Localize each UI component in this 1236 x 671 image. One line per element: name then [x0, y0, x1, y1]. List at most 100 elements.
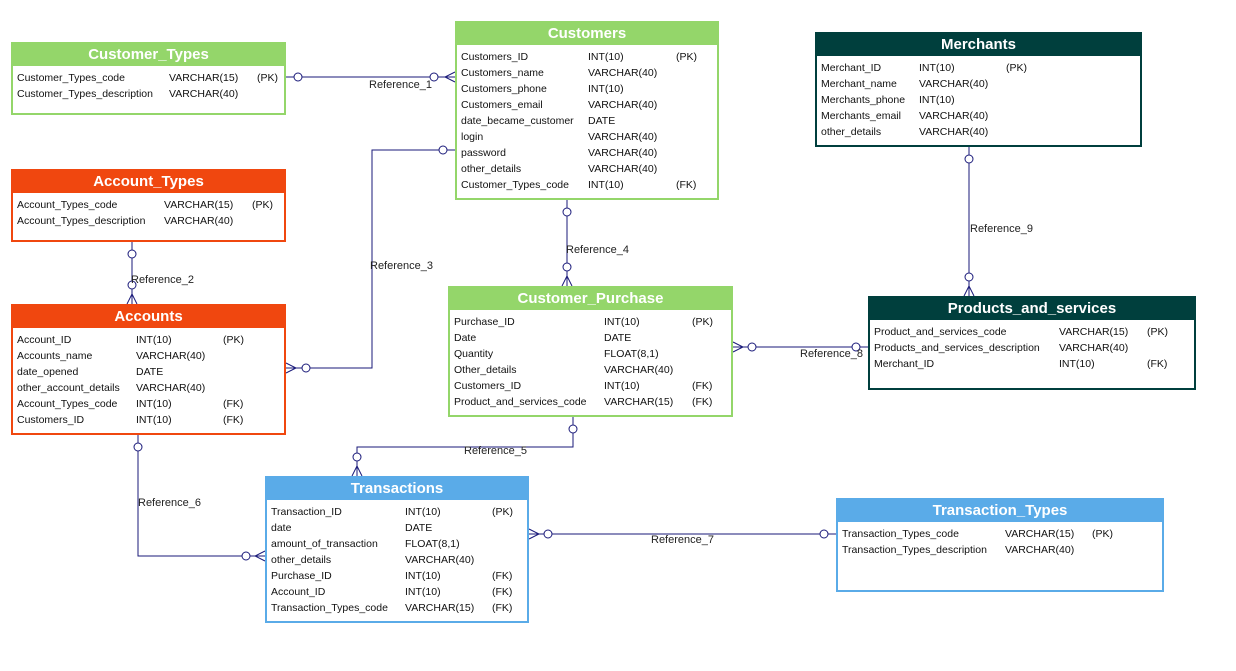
- column-type: VARCHAR(40): [136, 382, 206, 394]
- column-name: Customers_email: [461, 99, 543, 111]
- optional-marker: [851, 342, 861, 352]
- column-key: (FK): [223, 398, 244, 410]
- column-type: VARCHAR(40): [136, 350, 206, 362]
- entity-title: Customer_Purchase: [450, 288, 731, 310]
- column-name: Merchants_email: [821, 110, 901, 122]
- entity-title: Merchants: [817, 34, 1140, 56]
- column-name: Customers_phone: [461, 83, 547, 95]
- column-name: Product_and_services_code: [874, 326, 1007, 338]
- column-name: date_opened: [17, 366, 79, 378]
- column-name: Customers_name: [461, 67, 544, 79]
- column-type: VARCHAR(40): [169, 88, 239, 100]
- column-name: Account_Types_description: [17, 215, 146, 227]
- entity-title: Accounts: [13, 306, 284, 328]
- entity-title: Account_Types: [13, 171, 284, 193]
- column-name: Customer_Types_description: [17, 88, 153, 100]
- column-type: VARCHAR(40): [1005, 544, 1075, 556]
- optional-marker: [964, 272, 974, 282]
- column-name: Quantity: [454, 348, 494, 360]
- column-name: Products_and_services_description: [874, 342, 1040, 354]
- column-name: login: [461, 131, 484, 143]
- column-name: amount_of_transaction: [271, 538, 378, 550]
- column-row: password VARCHAR(40): [459, 145, 715, 161]
- column-name: Merchants_phone: [821, 94, 906, 106]
- column-type: VARCHAR(15): [1005, 528, 1075, 540]
- optional-marker: [301, 363, 311, 373]
- optional-marker: [562, 207, 572, 217]
- column-type: VARCHAR(40): [588, 147, 658, 159]
- optional-marker: [543, 529, 553, 539]
- column-name: Customers_ID: [454, 380, 522, 392]
- column-type: DATE: [405, 522, 433, 534]
- column-type: INT(10): [588, 51, 624, 63]
- column-key: (PK): [1092, 528, 1113, 540]
- optional-marker: [438, 145, 448, 155]
- column-type: VARCHAR(40): [919, 126, 989, 138]
- column-key: (PK): [257, 72, 278, 84]
- reference-label-7: Reference_7: [651, 534, 714, 546]
- crows-foot-marker: [732, 341, 745, 353]
- reference-6-line: [137, 435, 265, 557]
- column-type: VARCHAR(40): [1059, 342, 1129, 354]
- column-type: VARCHAR(15): [405, 602, 475, 614]
- optional-marker: [133, 442, 143, 452]
- column-name: password: [461, 147, 506, 159]
- column-type: INT(10): [136, 334, 172, 346]
- column-name: Customers_ID: [461, 51, 529, 63]
- column-name: date_became_customer: [461, 115, 574, 127]
- column-name: Transaction_ID: [271, 506, 342, 518]
- column-name: other_details: [271, 554, 332, 566]
- optional-marker: [562, 262, 572, 272]
- optional-marker: [352, 452, 362, 462]
- reference-label-3: Reference_3: [370, 260, 433, 272]
- column-type: INT(10): [919, 62, 955, 74]
- column-type: DATE: [136, 366, 164, 378]
- reference-label-8: Reference_8: [800, 348, 863, 360]
- column-name: other_details: [821, 126, 882, 138]
- column-name: Merchant_ID: [874, 358, 935, 370]
- column-type: VARCHAR(15): [164, 199, 234, 211]
- column-row: Products_and_services_description VARCHAR…: [872, 340, 1192, 356]
- reference-label-2: Reference_2: [131, 274, 194, 286]
- column-key: (FK): [492, 602, 513, 614]
- column-name: Accounts_name: [17, 350, 93, 362]
- column-key: (PK): [252, 199, 273, 211]
- column-key: (FK): [692, 396, 713, 408]
- column-type: INT(10): [405, 586, 441, 598]
- optional-marker: [747, 342, 757, 352]
- column-type: INT(10): [405, 570, 441, 582]
- column-type: INT(10): [405, 506, 441, 518]
- column-type: INT(10): [588, 179, 624, 191]
- entity-title: Transaction_Types: [838, 500, 1162, 522]
- crows-foot-marker: [285, 362, 298, 374]
- column-name: Merchant_ID: [821, 62, 882, 74]
- crows-foot-marker: [528, 528, 541, 540]
- column-row: date DATE: [269, 520, 525, 536]
- crows-foot-marker: [126, 292, 138, 305]
- reference-label-5: Reference_5: [464, 445, 527, 457]
- entity-title: Customers: [457, 23, 717, 45]
- column-name: date: [271, 522, 292, 534]
- column-name: Account_Types_code: [17, 199, 118, 211]
